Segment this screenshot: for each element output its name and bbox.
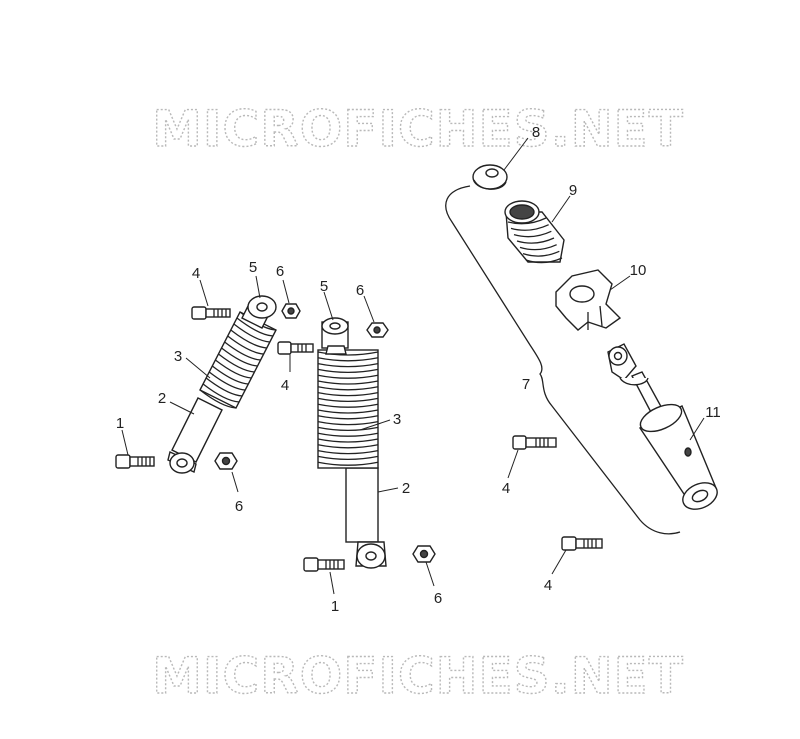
middle-shock-body [345,467,387,569]
left-shock-top-bush [241,295,277,329]
label-spring-seat-10: 10 [630,262,647,279]
label-left-bush-5: 5 [249,259,257,276]
middle-bolt-4 [277,341,314,355]
watermark-top: MICROFICHES.NET [152,100,684,158]
left-nut-6-bottom [214,452,238,470]
label-assembly-7: 7 [522,376,530,393]
label-left-bolt-4: 4 [192,265,200,282]
label-right-bolt-4-upper: 4 [502,480,510,497]
middle-nut-6-top [366,322,389,338]
label-left-spring-3: 3 [174,348,182,365]
assembly-7-bracket [445,185,681,535]
label-damper-11: 11 [705,404,721,421]
label-middle-nut-6-top: 6 [356,282,364,299]
left-shock-absorber [167,295,277,474]
label-middle-bolt-1: 1 [331,598,339,615]
middle-nut-6-bottom [412,545,436,563]
left-nut-6-top [281,303,301,319]
label-bump-stop-9: 9 [569,182,577,199]
label-left-nut-6-top: 6 [276,263,284,280]
left-shock-spring [199,311,277,409]
label-retainer-8: 8 [532,124,540,141]
part-labels: 1 2 3 4 5 6 6 4 5 6 3 2 1 6 7 8 9 10 11 … [116,124,721,615]
label-right-bolt-4-lower: 4 [544,577,552,594]
label-left-body-2: 2 [158,390,166,407]
left-bolt-4 [191,306,231,320]
damper-11 [607,343,718,510]
retainer-8 [472,164,508,190]
bump-stop-9 [504,200,565,264]
label-left-nut-6-bottom: 6 [235,498,243,515]
label-left-bolt-1: 1 [116,415,124,432]
watermark-bottom: MICROFICHES.NET [152,647,684,705]
middle-shock-top-bush [321,317,349,355]
leader-lines [121,137,705,595]
label-middle-body-2: 2 [402,480,410,497]
middle-shock-absorber [317,317,387,569]
left-shock-body [167,397,223,474]
label-middle-bush-5: 5 [320,278,328,295]
label-middle-nut-6-bottom: 6 [434,590,442,607]
right-bolt-4-upper [512,435,557,450]
left-bolt-1 [115,454,155,469]
middle-bolt-1 [303,557,345,572]
spring-seat-10 [555,269,622,331]
right-bolt-4-lower [561,536,603,551]
middle-shock-spring [317,349,379,469]
label-middle-bolt-4: 4 [281,377,289,394]
label-middle-spring-3: 3 [393,411,401,428]
